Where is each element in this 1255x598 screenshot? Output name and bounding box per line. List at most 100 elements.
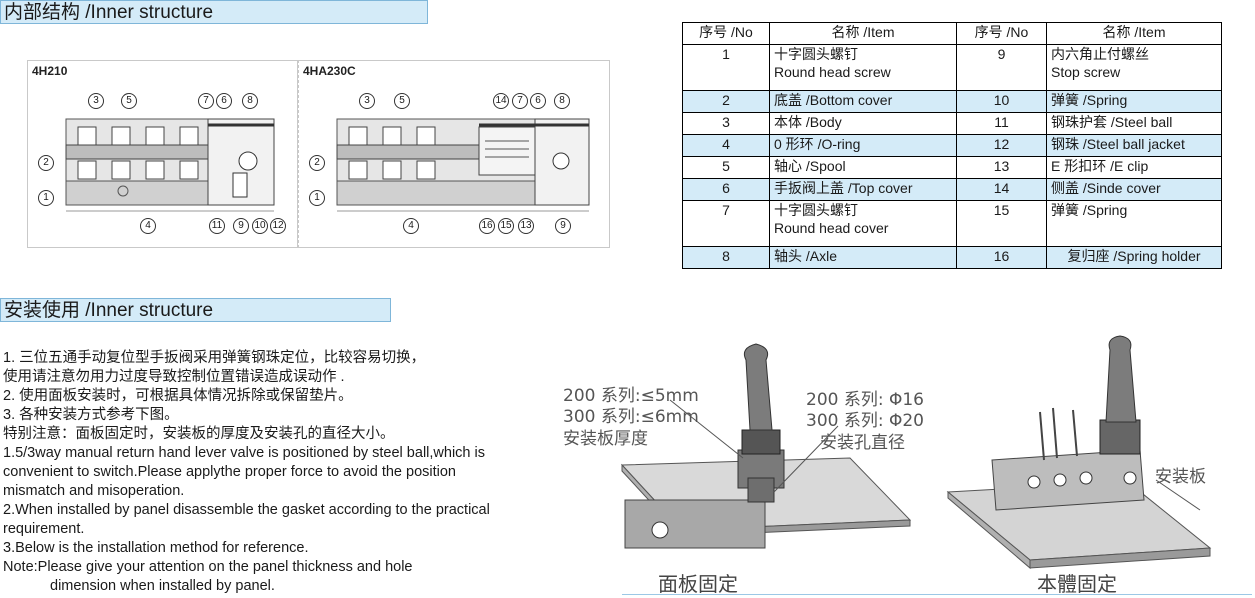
cell-no: 7: [682, 200, 770, 247]
cell-item: 本体 /Body: [769, 112, 957, 135]
cell-item: 底盖 /Bottom cover: [769, 90, 957, 113]
callout-6: 6: [216, 93, 232, 109]
installation-notes: 1. 三位五通手动复位型手扳阀采用弹簧钢珠定位，比较容易切换， 使用请注意勿用力…: [3, 349, 543, 596]
header-no: 序号 /No: [956, 22, 1047, 45]
item-en: Round head cover: [774, 220, 889, 236]
section-header-inner-structure: 内部结构 /Inner structure: [0, 0, 428, 24]
callout-1: 1: [38, 190, 54, 206]
cell-item: 0 形环 /O-ring: [769, 134, 957, 157]
caption-panel-mount: 面板固定: [658, 572, 738, 596]
callout-12: 12: [270, 218, 286, 234]
table-row: 3 本体 /Body 11 钢珠护套 /Steel ball: [682, 112, 1222, 135]
diagram-4ha230c: 4HA230C 3 5 14 7 6 8 2 1 4 16 15 13 9: [298, 60, 610, 248]
hole-label: 安装孔直径: [820, 433, 905, 453]
cell-item: 钢珠护套 /Steel ball: [1046, 112, 1222, 135]
cell-no: 8: [682, 246, 770, 269]
callout-9: 9: [555, 218, 571, 234]
thickness-label: 安装板厚度: [563, 429, 648, 449]
callout-5: 5: [394, 93, 410, 109]
note-line: 3.Below is the installation method for r…: [3, 540, 309, 556]
cell-item: 十字圆头螺钉 Round head cover: [769, 200, 957, 247]
note-line: Note:Please give your attention on the p…: [3, 559, 413, 575]
cell-no: 16: [956, 246, 1047, 269]
hole-200-series: 200 系列: Φ16: [806, 390, 924, 410]
callout-4: 4: [140, 218, 156, 234]
note-line: mismatch and misoperation.: [3, 483, 185, 499]
table-row: 2 底盖 /Bottom cover 10 弹簧 /Spring: [682, 90, 1222, 113]
callout-9: 9: [233, 218, 249, 234]
table-row: 7 十字圆头螺钉 Round head cover 15 弹簧 /Spring: [682, 200, 1222, 247]
cell-no: 3: [682, 112, 770, 135]
note-line: dimension when installed by panel.: [50, 578, 275, 594]
cell-no: 9: [956, 44, 1047, 91]
cell-no: 4: [682, 134, 770, 157]
callout-6: 6: [530, 93, 546, 109]
table-row: 8 轴头 /Axle 16 复归座 /Spring holder: [682, 246, 1222, 269]
cell-item: 轴头 /Axle: [769, 246, 957, 269]
cell-item: 复归座 /Spring holder: [1046, 246, 1222, 269]
cell-no: 14: [956, 178, 1047, 201]
callout-3: 3: [88, 93, 104, 109]
divider: [622, 594, 1252, 595]
callout-3: 3: [359, 93, 375, 109]
callout-4: 4: [403, 218, 419, 234]
valve-cross-section-4ha230c: [336, 118, 590, 212]
cell-no: 11: [956, 112, 1047, 135]
callout-7: 7: [198, 93, 214, 109]
header-no: 序号 /No: [682, 22, 770, 45]
cell-no: 10: [956, 90, 1047, 113]
table-row: 5 轴心 /Spool 13 E 形扣环 /E clip: [682, 156, 1222, 179]
callout-7: 7: [512, 93, 528, 109]
note-line: 1. 三位五通手动复位型手扳阀采用弹簧钢珠定位，比较容易切换，: [3, 350, 426, 366]
callout-5: 5: [121, 93, 137, 109]
caption-body-mount: 本體固定: [1037, 572, 1117, 596]
callout-16: 16: [479, 218, 495, 234]
item-cn: 十字圆头螺钉: [774, 202, 858, 218]
note-line: 2.When installed by panel disassemble th…: [3, 502, 490, 518]
model-label-4ha230c: 4HA230C: [303, 64, 356, 78]
note-line: 特别注意：面板固定时，安装板的厚度及安装孔的直径大小。: [3, 426, 395, 442]
cell-item: 弹簧 /Spring: [1046, 200, 1222, 247]
callout-8: 8: [242, 93, 258, 109]
callout-15: 15: [498, 218, 514, 234]
item-cn: 十字圆头螺钉: [774, 46, 858, 62]
cell-no: 1: [682, 44, 770, 91]
header-item: 名称 /Item: [769, 22, 957, 45]
item-cn: 内六角止付螺丝: [1051, 46, 1149, 62]
note-line: 3. 各种安装方式参考下图。: [3, 407, 179, 423]
header-item: 名称 /Item: [1046, 22, 1222, 45]
note-line: 1.5/3way manual return hand lever valve …: [3, 445, 485, 461]
callout-1: 1: [309, 190, 325, 206]
body-mount-illustration: [946, 335, 1212, 570]
diagram-4h210: 4H210 3 5 7 6 8 2 1 4 11 9 10 12: [27, 60, 298, 248]
section-header-installation: 安装使用 /Inner structure: [0, 298, 391, 322]
cell-item: E 形扣环 /E clip: [1046, 156, 1222, 179]
callout-2: 2: [309, 155, 325, 171]
valve-cross-section-4h210: [65, 118, 275, 212]
callout-2: 2: [38, 155, 54, 171]
cell-no: 6: [682, 178, 770, 201]
note-line: 使用请注意勿用力过度导致控制位置错误造成误动作 .: [3, 369, 345, 385]
plate-label: 安装板: [1155, 467, 1206, 487]
callout-14: 14: [493, 93, 509, 109]
cell-no: 13: [956, 156, 1047, 179]
cell-item: 轴心 /Spool: [769, 156, 957, 179]
model-label-4h210: 4H210: [32, 64, 68, 78]
hole-300-series: 300 系列: Φ20: [806, 411, 924, 431]
cell-item: 侧盖 /Sinde cover: [1046, 178, 1222, 201]
cell-no: 15: [956, 200, 1047, 247]
note-line: convenient to switch.Please applythe pro…: [3, 464, 456, 480]
table-row: 6 手扳阀上盖 /Top cover 14 侧盖 /Sinde cover: [682, 178, 1222, 201]
cell-no: 5: [682, 156, 770, 179]
thickness-300-series: 300 系列:≤6mm: [563, 407, 699, 427]
cell-item: 手扳阀上盖 /Top cover: [769, 178, 957, 201]
parts-table: 序号 /No 名称 /Item 序号 /No 名称 /Item 1 十字圆头螺钉…: [682, 22, 1222, 269]
table-row: 4 0 形环 /O-ring 12 钢珠 /Steel ball jacket: [682, 134, 1222, 157]
table-header-row: 序号 /No 名称 /Item 序号 /No 名称 /Item: [682, 22, 1222, 45]
cell-no: 2: [682, 90, 770, 113]
panel-mount-illustration: [620, 343, 912, 549]
cell-item: 钢珠 /Steel ball jacket: [1046, 134, 1222, 157]
note-line: 2. 使用面板安装时，可根据具体情况拆除或保留垫片。: [3, 388, 353, 404]
